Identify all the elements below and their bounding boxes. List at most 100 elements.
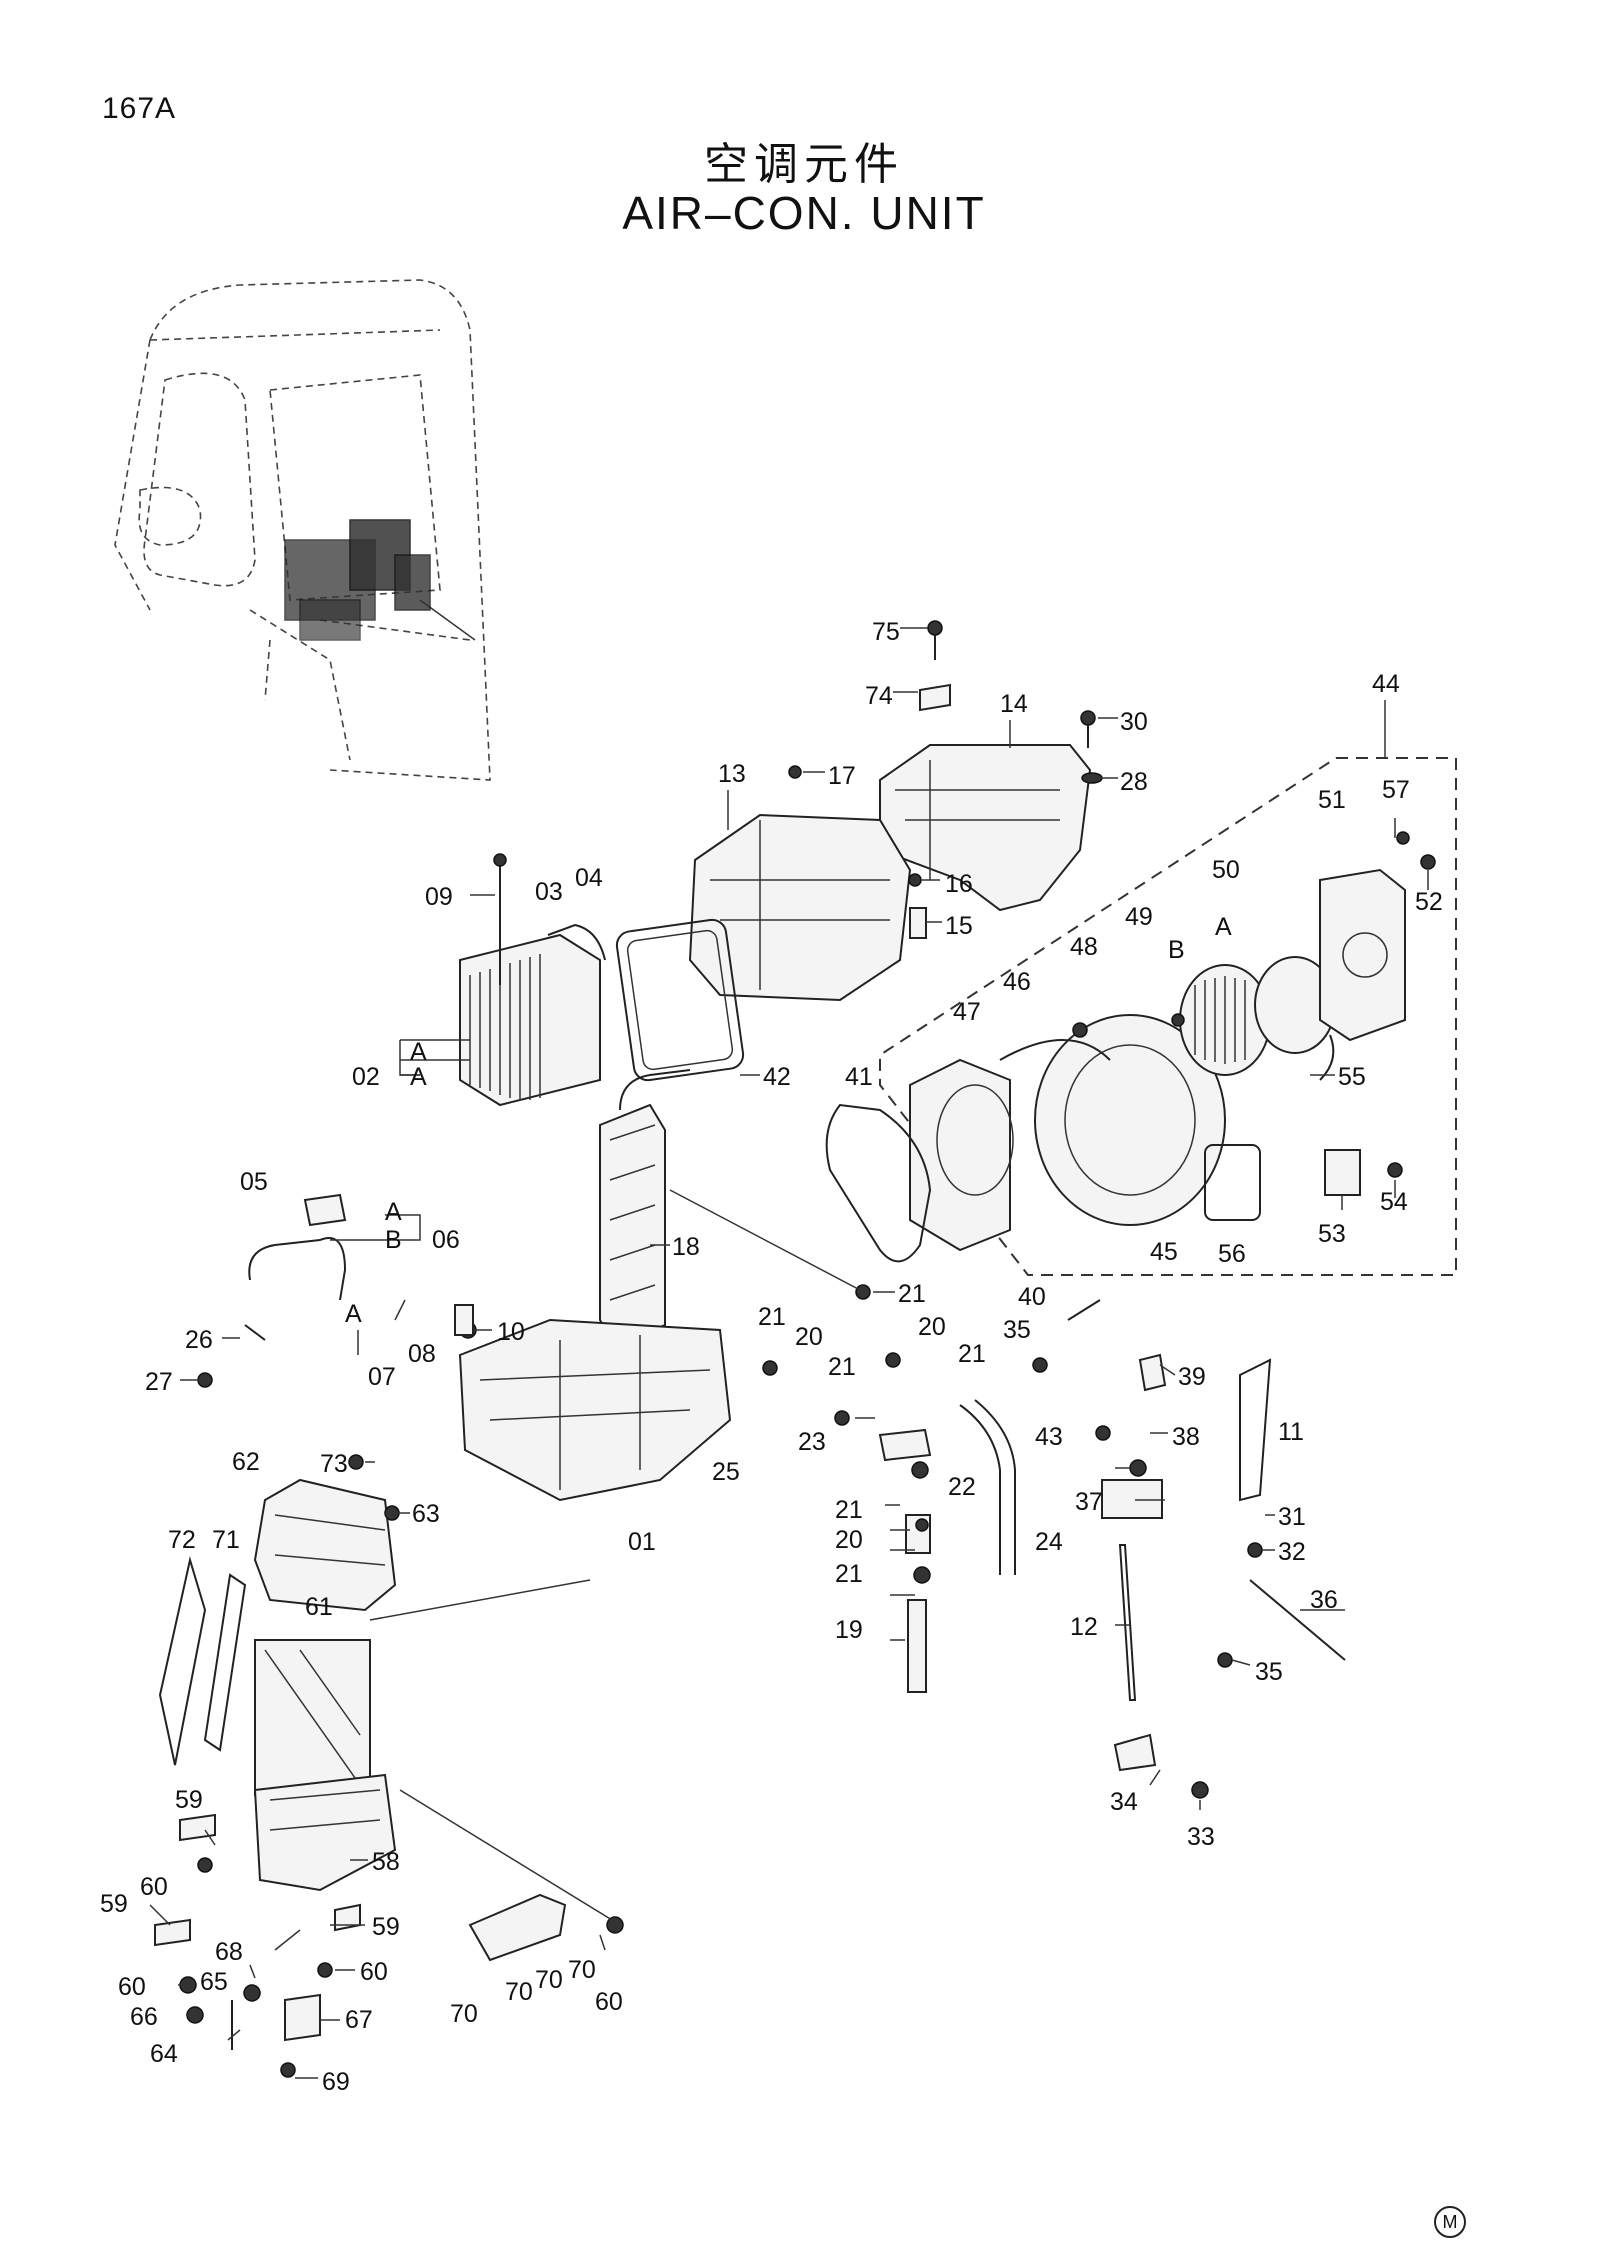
callout-20-b: 20 xyxy=(918,1313,946,1341)
callout-25: 25 xyxy=(712,1458,740,1486)
callout-55: 55 xyxy=(1338,1063,1366,1091)
hardware-fasteners xyxy=(154,620,1436,2078)
callout-22: 22 xyxy=(948,1473,976,1501)
callout-58: 58 xyxy=(372,1848,400,1876)
callout-49: 49 xyxy=(1125,903,1153,931)
callout-49-b: B xyxy=(1168,936,1185,964)
callout-02-a2: A xyxy=(410,1063,427,1091)
duct-62 xyxy=(253,1478,397,1612)
callout-63: 63 xyxy=(412,1500,440,1528)
callout-38: 38 xyxy=(1172,1423,1200,1451)
callout-20-a: 20 xyxy=(795,1323,823,1351)
title-chinese: 空调元件 xyxy=(704,139,904,190)
callout-50: 50 xyxy=(1212,856,1240,884)
actuator-bracket-70 xyxy=(468,1893,567,1962)
callout-75: 75 xyxy=(872,618,900,646)
callout-60-a: 60 xyxy=(140,1873,168,1901)
callout-35-b: 35 xyxy=(1255,1658,1283,1686)
callout-36: 36 xyxy=(1310,1586,1338,1614)
callout-73: 73 xyxy=(320,1450,348,1478)
aircon-unit-in-cab xyxy=(284,519,431,641)
sensor-wire-03 xyxy=(547,923,606,961)
leader-lines xyxy=(149,627,1429,2079)
callout-33: 33 xyxy=(1187,1823,1215,1851)
callout-59-b: 59 xyxy=(100,1890,128,1918)
pipe-06 xyxy=(248,1237,347,1301)
callout-44: 44 xyxy=(1372,670,1400,698)
callout-30: 30 xyxy=(1120,708,1148,736)
callout-28: 28 xyxy=(1120,768,1148,796)
callout-46: 46 xyxy=(1003,968,1031,996)
callout-09: 09 xyxy=(425,883,453,911)
callout-02: 02 xyxy=(352,1063,380,1091)
plate-51 xyxy=(1319,868,1406,1042)
callout-11: 11 xyxy=(1278,1418,1304,1446)
callout-14: 14 xyxy=(1000,690,1028,718)
heater-core-18 xyxy=(599,1069,691,1347)
callout-34: 34 xyxy=(1110,1788,1138,1816)
callout-20-c: 20 xyxy=(835,1526,863,1554)
callout-21-e: 21 xyxy=(835,1496,863,1524)
blower-fan-50 xyxy=(1179,956,1336,1076)
callout-26: 26 xyxy=(185,1326,213,1354)
callout-69: 69 xyxy=(322,2068,350,2096)
callout-70-a: 70 xyxy=(568,1956,596,1984)
cable-12 xyxy=(1118,1544,1137,1701)
upper-case-14 xyxy=(879,720,1092,912)
callout-07-a: A xyxy=(345,1300,362,1328)
callout-06-b: B xyxy=(385,1226,402,1254)
callout-48: 48 xyxy=(1070,933,1098,961)
callout-13: 13 xyxy=(718,760,746,788)
callout-04: 04 xyxy=(575,864,603,892)
callout-57: 57 xyxy=(1382,776,1410,804)
callout-50-a: A xyxy=(1215,913,1232,941)
gasket-42 xyxy=(615,918,745,1082)
callout-51: 51 xyxy=(1318,786,1346,814)
frame-72 xyxy=(158,1556,207,1766)
hose-24-inner xyxy=(974,1399,1016,1575)
callout-15: 15 xyxy=(945,912,973,940)
callout-05: 05 xyxy=(240,1168,268,1196)
callout-70-c: 70 xyxy=(505,1978,533,2006)
callout-17: 17 xyxy=(828,762,856,790)
blower-housing xyxy=(909,1014,1226,1252)
callout-70-b: 70 xyxy=(535,1966,563,1994)
cab-locator-sketch xyxy=(114,279,491,781)
callout-71: 71 xyxy=(212,1526,240,1554)
callout-67: 67 xyxy=(345,2006,373,2034)
rod-36 xyxy=(1249,1579,1346,1661)
callout-74: 74 xyxy=(865,682,893,710)
callout-66: 66 xyxy=(130,2003,158,2031)
title-english: AIR–CON. UNIT xyxy=(622,187,986,239)
resistor-53 xyxy=(1324,1149,1361,1196)
actuator-37 xyxy=(1101,1479,1163,1519)
callout-02-a1: A xyxy=(410,1038,427,1066)
callout-45: 45 xyxy=(1150,1238,1178,1266)
callout-21-d: 21 xyxy=(958,1340,986,1368)
callout-59-c: 59 xyxy=(372,1913,400,1941)
callout-06: 06 xyxy=(432,1226,460,1254)
wire-40 xyxy=(1067,1299,1101,1321)
duct-58 xyxy=(253,1773,397,1892)
callout-24: 24 xyxy=(1035,1528,1063,1556)
callout-43: 43 xyxy=(1035,1423,1063,1451)
callout-42: 42 xyxy=(763,1063,791,1091)
callout-64: 64 xyxy=(150,2040,178,2068)
callout-72: 72 xyxy=(168,1526,196,1554)
callout-39: 39 xyxy=(1178,1363,1206,1391)
callout-21-b: 21 xyxy=(758,1303,786,1331)
callout-19: 19 xyxy=(835,1616,863,1644)
callout-70-d: 70 xyxy=(450,2000,478,2028)
callout-37: 37 xyxy=(1075,1488,1103,1516)
lower-case-01 xyxy=(458,1318,732,1502)
callout-52: 52 xyxy=(1415,888,1443,916)
callout-54: 54 xyxy=(1380,1188,1408,1216)
cable-11 xyxy=(1239,1358,1272,1502)
callout-61: 61 xyxy=(305,1593,333,1621)
callout-47: 47 xyxy=(953,998,981,1026)
callout-59-a: 59 xyxy=(175,1786,203,1814)
callout-08: 08 xyxy=(408,1340,436,1368)
callout-18: 18 xyxy=(672,1233,700,1261)
callout-35-a: 35 xyxy=(1003,1316,1031,1344)
